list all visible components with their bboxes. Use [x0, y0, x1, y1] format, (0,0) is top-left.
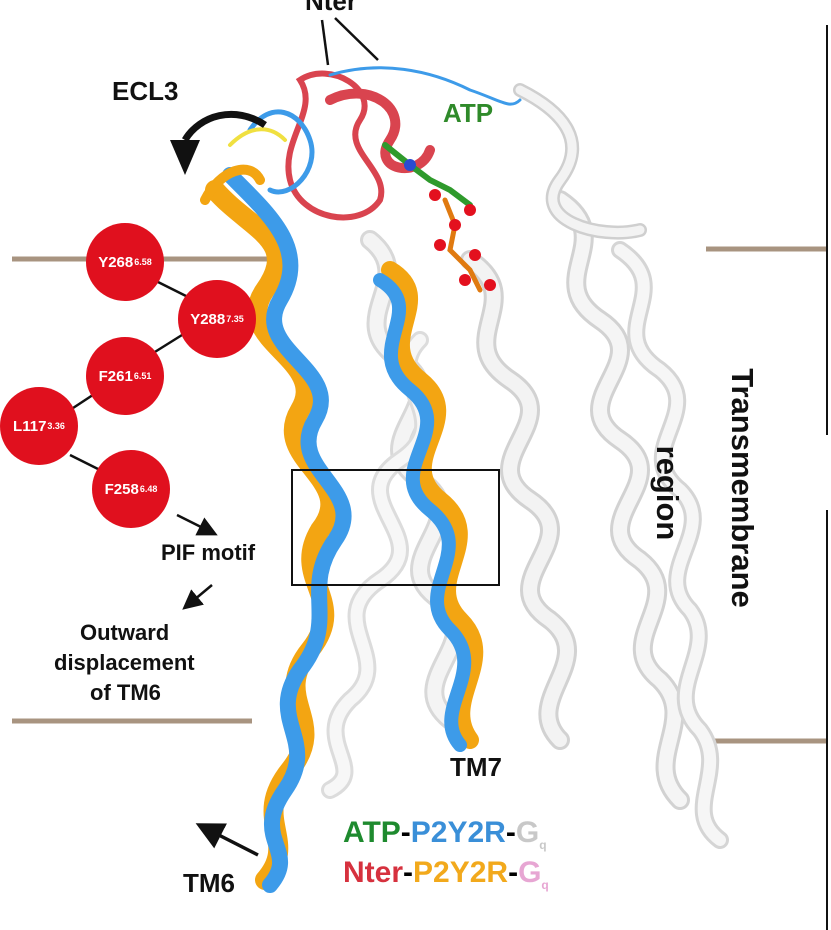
legend-dash: - [505, 816, 516, 849]
region-label: region [650, 445, 685, 541]
pif-pointer-arrow [176, 513, 218, 536]
outward-label-line1: Outward [80, 620, 170, 645]
legend-atp-ligand: ATP [343, 816, 401, 849]
outward-pointer-arrow [182, 584, 213, 610]
tm7-label: TM7 [450, 752, 502, 782]
tm6-label: TM6 [183, 868, 235, 898]
legend-nter-receptor: P2Y2R [413, 856, 509, 889]
legend-nter-gprotein: G [518, 856, 542, 889]
ecl3-label: ECL3 [112, 76, 179, 106]
legend-dash: - [403, 856, 414, 889]
legend-nter-ligand: Nter [343, 856, 404, 889]
legend-atp-line: ATP-P2Y2R-Gq [343, 816, 547, 852]
outward-label-line3: of TM6 [90, 680, 161, 705]
tm7-helices [373, 261, 484, 752]
pif-motif-label: PIF motif [161, 540, 256, 565]
atp-label: ATP [443, 98, 494, 128]
legend-atp-gprotein: G [515, 816, 540, 849]
tm6-helices [205, 167, 352, 893]
legend-atp-gprotein-sub: q [539, 838, 547, 852]
legend-atp-receptor: P2Y2R [410, 816, 506, 849]
outward-label-line2: displacement [54, 650, 195, 675]
pif-highlight-box [291, 469, 500, 586]
legend-dash: - [508, 856, 519, 889]
legend-dash: - [400, 816, 411, 849]
nter-label: Nter [305, 0, 358, 16]
nter-pointers [320, 17, 379, 66]
legend-nter-gprotein-sub: q [541, 878, 549, 892]
grey-helix-bundle [321, 83, 729, 849]
tm6-direction-arrow [195, 823, 259, 857]
atp-molecule [382, 142, 496, 293]
transmembrane-label: Transmembrane [725, 368, 760, 608]
legend-nter-line: Nter-P2Y2R-Gq [343, 856, 549, 892]
ecl3-arrow [170, 110, 267, 175]
